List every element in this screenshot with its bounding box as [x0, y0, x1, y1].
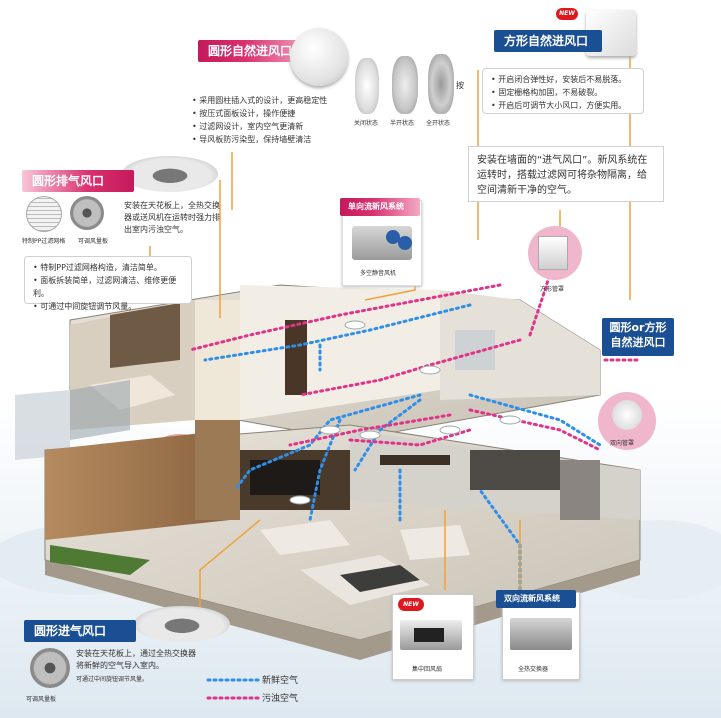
inlet-adjust-plate-image — [30, 648, 70, 688]
round-square-inlet-line2: 自然进风口 — [610, 336, 666, 349]
pp-filter-caption: 特制PP过滤网格 — [22, 238, 66, 245]
feature-item: 按压式面板设计，操作便捷 — [192, 107, 334, 120]
new-badge: NEW — [556, 8, 578, 20]
adjust-plate-image — [70, 196, 104, 230]
state-half-image — [392, 56, 418, 114]
fresh-air-swatch — [206, 678, 262, 682]
heat-exchanger-caption: 全热交换器 — [518, 666, 549, 673]
feature-item: 采用圆柱插入式的设计，更高稳定性 — [192, 94, 334, 107]
fan-port-icon — [398, 236, 412, 250]
press-label: 按 — [456, 81, 464, 90]
feature-item: 特制PP过滤网格构造，清洁简单。 — [33, 261, 183, 274]
feature-item: 开启后可调节大小风口，方便实用。 — [491, 99, 635, 112]
central-fan-vent — [414, 628, 444, 642]
state-full-label: 全开状态 — [426, 120, 451, 127]
two-way-system-label: 双向流新风系统 — [496, 590, 576, 608]
fresh-air-label: 新鲜空气 — [262, 676, 299, 686]
adjust-plate-caption: 可调风量板 — [78, 238, 109, 245]
square-natural-inlet-features: 开启闭合弹性好，安装后不易脱落。 固定栅格构加固，不易破裂。 开启后可调节大小风… — [482, 68, 644, 114]
round-inlet-product-image — [290, 28, 348, 86]
one-way-fan-caption: 多空静音风机 — [360, 270, 397, 277]
round-natural-inlet-features: 采用圆柱插入式的设计，更高稳定性 按压式面板设计，操作便捷 过滤网设计，室内空气… — [188, 92, 338, 152]
square-duct-caption: 方形管罩 — [540, 286, 565, 293]
round-natural-inlet-label: 圆形自然进风口 — [198, 40, 314, 62]
inlet-description: 安装在天花板上，通过全热交换器将新鲜的空气导入室内。 — [76, 649, 196, 670]
exhaust-product-image — [122, 156, 218, 192]
feature-item: 开启闭合弹性好，安装后不易脱落。 — [491, 73, 635, 86]
feature-item: 固定栅格构加固，不易破裂。 — [491, 86, 635, 99]
new-badge: NEW — [398, 598, 424, 611]
wall-inlet-description: 安装在墙面的“进气风口”。新风系统在运转时，搭载过滤网可将杂物隔离，给空间清新干… — [468, 146, 664, 202]
one-way-system-label: 单向流新风系统 — [340, 198, 420, 216]
inlet-adjust-caption: 可调风量板 — [26, 696, 57, 703]
central-fan-caption: 集中回风扇 — [412, 666, 443, 673]
feature-item: 面板拆装简单，过滤网清洁、维修更便利。 — [33, 274, 183, 300]
feature-item: 可通过中间旋钮调节风量。 — [33, 300, 183, 313]
round-square-inlet-line1: 圆形or方形 — [609, 321, 667, 334]
two-way-duct-image — [612, 400, 642, 430]
dirty-air-swatch — [206, 696, 262, 700]
round-inlet-label: 圆形进气风口 — [24, 620, 136, 642]
state-closed-label: 关闭状态 — [354, 120, 379, 127]
two-way-duct-caption: 双向管罩 — [610, 440, 635, 447]
state-closed-image — [355, 58, 379, 114]
pp-filter-image — [26, 196, 62, 232]
dirty-air-label: 污浊空气 — [262, 694, 299, 704]
square-duct-image — [538, 236, 568, 270]
state-full-image — [428, 54, 454, 114]
heat-exchanger-image — [510, 618, 572, 650]
state-half-label: 半开状态 — [390, 120, 415, 127]
inlet-note: 可通过中间旋钮调节风量。 — [76, 676, 149, 683]
feature-item: 导风板防污染型，保持墙壁清洁 — [192, 133, 334, 146]
square-natural-inlet-label: 方形自然进风口 — [494, 30, 602, 52]
exhaust-features: 特制PP过滤网格构造，清洁简单。 面板拆装简单，过滤网清洁、维修更便利。 可通过… — [24, 256, 192, 311]
round-square-inlet-label: 圆形or方形 自然进风口 — [602, 318, 674, 356]
fan-port-icon — [386, 230, 400, 244]
exhaust-description: 安装在天花板上，全热交换器或送风机在运转时强力排出室内污浊空气。 — [124, 201, 220, 234]
round-exhaust-label: 圆形排气风口 — [22, 170, 134, 192]
inlet-product-image — [134, 606, 230, 642]
feature-item: 过滤网设计，室内空气更清新 — [192, 120, 334, 133]
